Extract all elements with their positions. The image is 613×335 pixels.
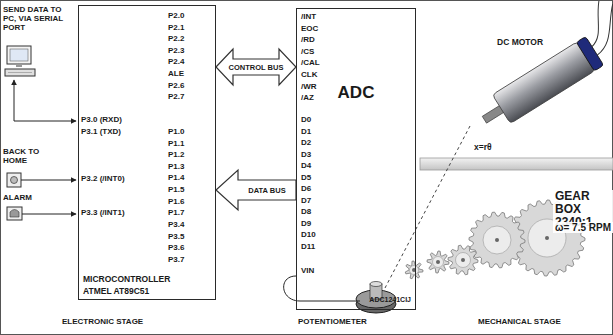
pin-name: /CS: [301, 48, 314, 57]
pin-name: P3.2 (/INT0): [81, 175, 125, 184]
gear-hub: [433, 257, 444, 268]
pin-name: /WR: [301, 83, 317, 92]
gear: [448, 245, 478, 275]
part-label: ω= 7.5 RPM: [553, 222, 613, 233]
gear-axle: [545, 236, 549, 240]
control-bus-arrow: [216, 49, 296, 85]
pin-name: P2.0: [168, 12, 184, 21]
node-title: MICROCONTROLLER: [83, 274, 170, 284]
part-label: ALARM: [3, 194, 32, 203]
part-label: SEND DATA TO PC, VIA SERIAL PORT: [3, 6, 69, 32]
gear-hub: [483, 226, 511, 254]
home-button-icon: [7, 173, 21, 187]
pin-name: P2.2: [168, 35, 184, 44]
pin-name: D8: [301, 208, 311, 217]
pin-name: ALE: [168, 70, 184, 79]
pin-name: P1.5: [168, 186, 184, 195]
pin-name: D10: [301, 231, 316, 240]
gear-axle: [461, 258, 465, 262]
pin-name: EOC: [301, 25, 318, 34]
pin-name: D1: [301, 128, 311, 137]
dc-motor-drawing: [463, 0, 613, 134]
pin-name: P3.3 (/INT1): [81, 209, 125, 218]
pin-name: P3.0 (RXD): [81, 116, 122, 125]
gear-hub: [456, 253, 471, 268]
shaft-axis: [385, 126, 470, 288]
pin-name: D2: [301, 139, 311, 148]
pin-name: P1.4: [168, 174, 184, 183]
pin-name: CLK: [301, 71, 317, 80]
pin-name: D9: [301, 220, 311, 229]
pin-name: P3.4: [168, 221, 184, 230]
int0-wire: [21, 180, 76, 181]
pin-name: P2.4: [168, 58, 184, 67]
gear-hub: [410, 266, 419, 275]
stage-caption: ELECTRONIC STAGE: [62, 318, 143, 327]
pin-name: P2.6: [168, 82, 184, 91]
pin-name: /RD: [301, 36, 315, 45]
pin-name: P2.3: [168, 47, 184, 56]
pin-name: VIN: [301, 267, 314, 276]
pin-name: P1.3: [168, 163, 184, 172]
part-label: DC MOTOR: [495, 38, 545, 47]
bus-label: CONTROL BUS: [228, 63, 285, 72]
pin-name: P1.6: [168, 198, 184, 207]
pin-name: P2.1: [168, 24, 184, 33]
pin-name: P1.1: [168, 140, 184, 149]
pin-name: P3.6: [168, 244, 184, 253]
pin-name: D11: [301, 243, 315, 252]
pin-name: D7: [301, 197, 311, 206]
gear-axle: [436, 260, 440, 264]
node-subtitle: ATMEL AT89C51: [83, 286, 149, 296]
gear: [427, 251, 449, 273]
vin-wire: [284, 276, 356, 301]
bus-label: DATA BUS: [247, 186, 286, 195]
pin-name: /CAL: [301, 59, 320, 68]
stage-caption: MECHANICAL STAGE: [478, 318, 561, 327]
data-bus-arrow: [216, 170, 296, 210]
serial-wire: [14, 80, 76, 121]
pin-name: /INT: [301, 13, 316, 22]
int1-wire: [22, 214, 76, 215]
alarm-icon: [7, 207, 22, 220]
pin-name: P1.0: [168, 128, 184, 137]
gear: [405, 261, 423, 279]
pin-name: D6: [301, 185, 311, 194]
pin-name: P3.7: [168, 256, 184, 265]
pin-name: P3.5: [168, 233, 184, 242]
pin-name: /AZ: [301, 94, 314, 103]
pin-name: D0: [301, 116, 311, 125]
pin-name: D3: [301, 151, 311, 160]
part-label: x=rθ: [472, 143, 494, 152]
pin-name: P1.2: [168, 151, 184, 160]
rack: [420, 158, 613, 170]
pin-name: D5: [301, 174, 311, 183]
pin-name: P2.7: [168, 93, 184, 102]
pin-name: D4: [301, 162, 311, 171]
gear-axle: [495, 238, 499, 242]
pin-name: P1.7: [168, 209, 184, 218]
microcontroller-box: MICROCONTROLLER ATMEL AT89C51: [78, 5, 216, 300]
node-subtitle: ADC1241CIJ: [369, 296, 411, 303]
part-label: BACK TO HOME: [3, 148, 49, 166]
stage-caption: POTENTIOMETER: [298, 318, 367, 327]
pin-name: P3.1 (TXD): [81, 128, 121, 137]
pc-icon: [5, 46, 35, 76]
